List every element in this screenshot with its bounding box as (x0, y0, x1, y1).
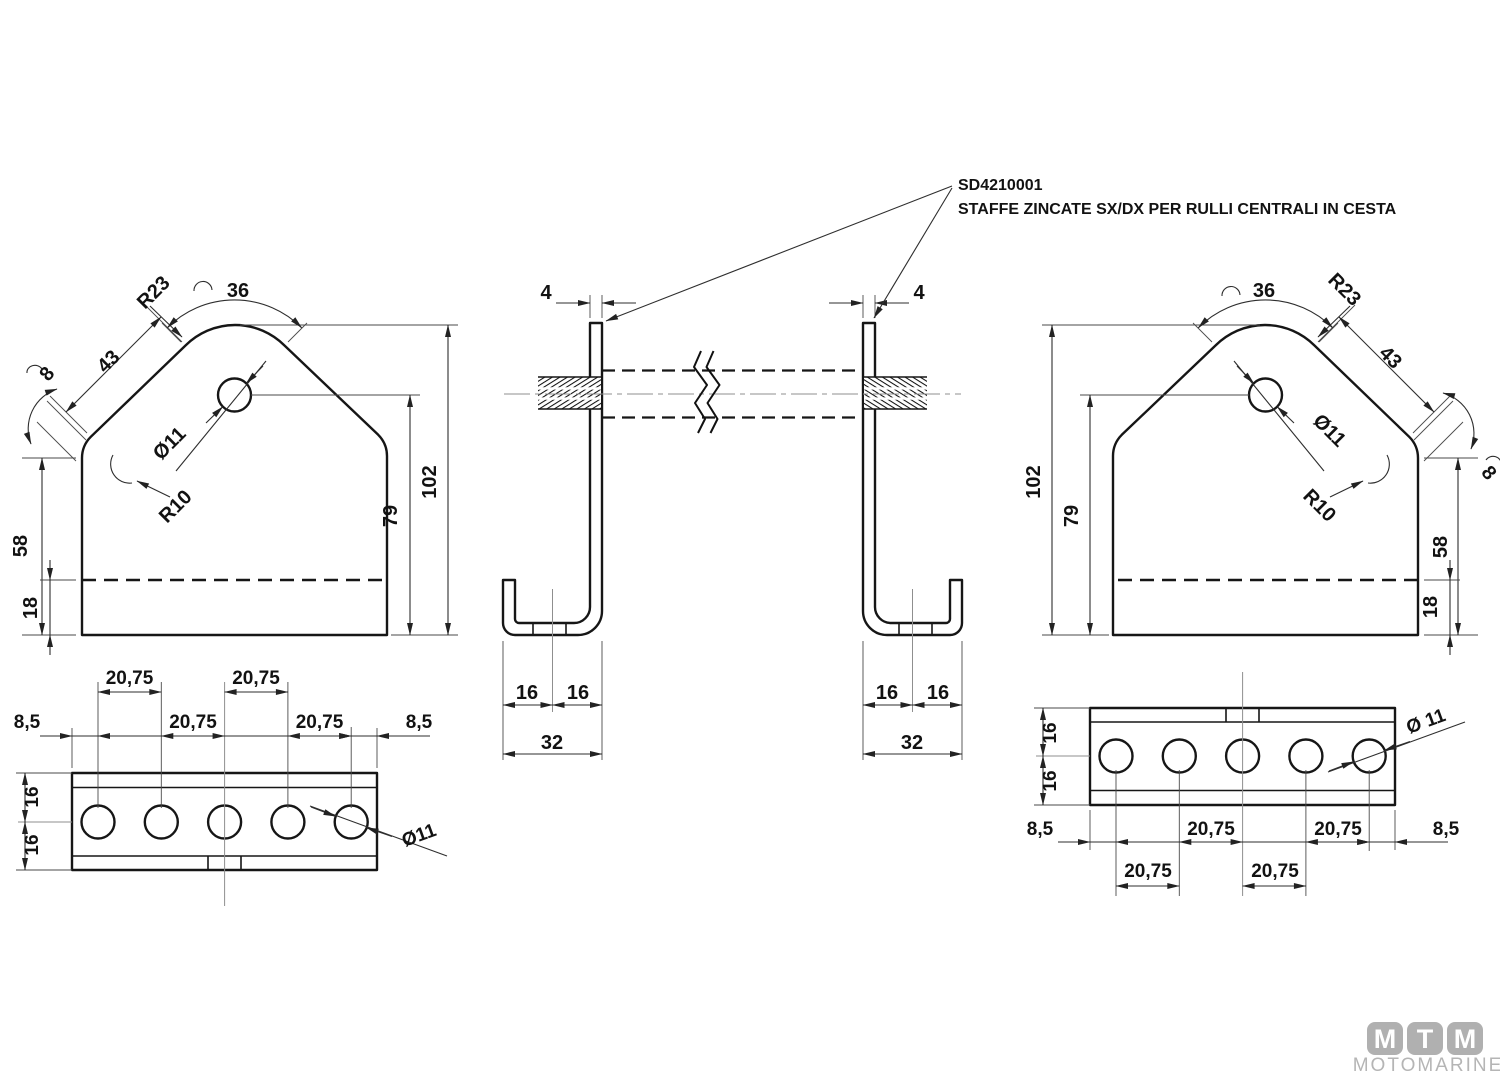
plan-geometry (16, 682, 448, 906)
dim-label-pitch4-planright: 20,75 (1251, 861, 1299, 882)
dim-label-arc36-right: 36 (1253, 280, 1275, 302)
dim-label-16a-left-hook: 16 (516, 682, 538, 704)
logo-letter-t: T (1417, 1024, 1434, 1054)
logo-wordmark: MOTOMARINE (1353, 1055, 1500, 1076)
break-line (705, 350, 721, 434)
dim-label-16bottom-planright: 16 (1040, 770, 1061, 791)
dim-label-4-left: 4 (540, 282, 552, 304)
arc-length-symbol (26, 364, 43, 374)
dim-label-edgeR-planright: 8,5 (1433, 819, 1460, 840)
front-dimension-lines (22, 299, 458, 655)
mtm-logo: M T M MOTOMARINE (1353, 1022, 1500, 1076)
dim-label-16b-left-hook: 16 (567, 682, 589, 704)
dim-label-16top-planright: 16 (1040, 722, 1061, 743)
arc-length-symbol (193, 280, 213, 292)
dim-label-102-left: 102 (419, 465, 441, 498)
dim-label-16b-right-hook: 16 (927, 682, 949, 704)
dim-label-32-right-hook: 32 (901, 732, 923, 754)
hook-dims-left (502, 589, 603, 760)
dim-label-18-left: 18 (20, 597, 42, 619)
plan-right-view: 8,5 20,75 20,75 8,5 20,75 20,75 16 16 Ø … (1027, 672, 1465, 896)
title-leader-right (873, 187, 953, 319)
dim-label-18-right: 18 (1420, 596, 1442, 618)
bend-arc-dim-8-right (1413, 392, 1500, 462)
dim-label-edgeL-planleft: 8,5 (14, 712, 41, 733)
logo-letter-m1: M (1374, 1024, 1397, 1054)
dim-label-79-right: 79 (1061, 505, 1083, 527)
dim-label-edgeL-planright: 8,5 (1027, 819, 1054, 840)
break-line (693, 350, 708, 434)
bend-arc-dim-8-left (23, 364, 87, 462)
dim-label-16a-right-hook: 16 (876, 682, 898, 704)
logo-tile-1 (1367, 1022, 1403, 1055)
logo-tile-3 (1447, 1022, 1483, 1055)
dim-label-pitch4-planleft: 20,75 (296, 712, 344, 733)
title-leader-left (605, 185, 953, 322)
dim-label-pitch1-planright: 20,75 (1187, 819, 1235, 840)
dim-label-pitch3-planleft: 20,75 (169, 712, 217, 733)
dim-label-pitch3-planright: 20,75 (1124, 861, 1172, 882)
dim-label-16bottom-planleft: 16 (22, 834, 43, 855)
threaded-rod-end-right (862, 375, 929, 411)
part-number: SD4210001 (958, 177, 1043, 194)
dim-label-pitch1-planleft: 20,75 (106, 668, 154, 689)
logo-tile-2 (1407, 1022, 1443, 1055)
logo-letter-m2: M (1454, 1024, 1477, 1054)
plan-left-view: 20,75 20,75 8,5 20,75 20,75 8,5 16 16 Ø1… (14, 668, 448, 906)
dim-label-79-left: 79 (380, 505, 402, 527)
dim-label-58-left: 58 (10, 535, 32, 557)
dim-label-32-left-hook: 32 (541, 732, 563, 754)
dim-label-edgeR-planleft: 8,5 (406, 712, 433, 733)
dim-label-16top-planleft: 16 (22, 786, 43, 807)
side-view: 4 4 16 16 32 16 16 32 (501, 282, 964, 760)
dim-label-pitch2-planleft: 20,75 (232, 668, 280, 689)
hook-profile-left (501, 321, 604, 637)
part-description: STAFFE ZINCATE SX/DX PER RULLI CENTRALI … (958, 201, 1397, 218)
title-block: SD4210001 STAFFE ZINCATE SX/DX PER RULLI… (605, 177, 1397, 322)
arc-length-symbol (1221, 285, 1241, 297)
plate-thickness-dim-left (556, 295, 636, 318)
threaded-rod-end-left (538, 376, 601, 410)
dim-label-pitch2-planright: 20,75 (1314, 819, 1362, 840)
arc-length-symbol (1485, 455, 1500, 462)
dim-label-102-right: 102 (1023, 465, 1045, 498)
dim-label-4-right: 4 (913, 282, 925, 304)
dim-label-arc36-left: 36 (227, 280, 249, 302)
dim-label-58-right: 58 (1430, 536, 1452, 558)
